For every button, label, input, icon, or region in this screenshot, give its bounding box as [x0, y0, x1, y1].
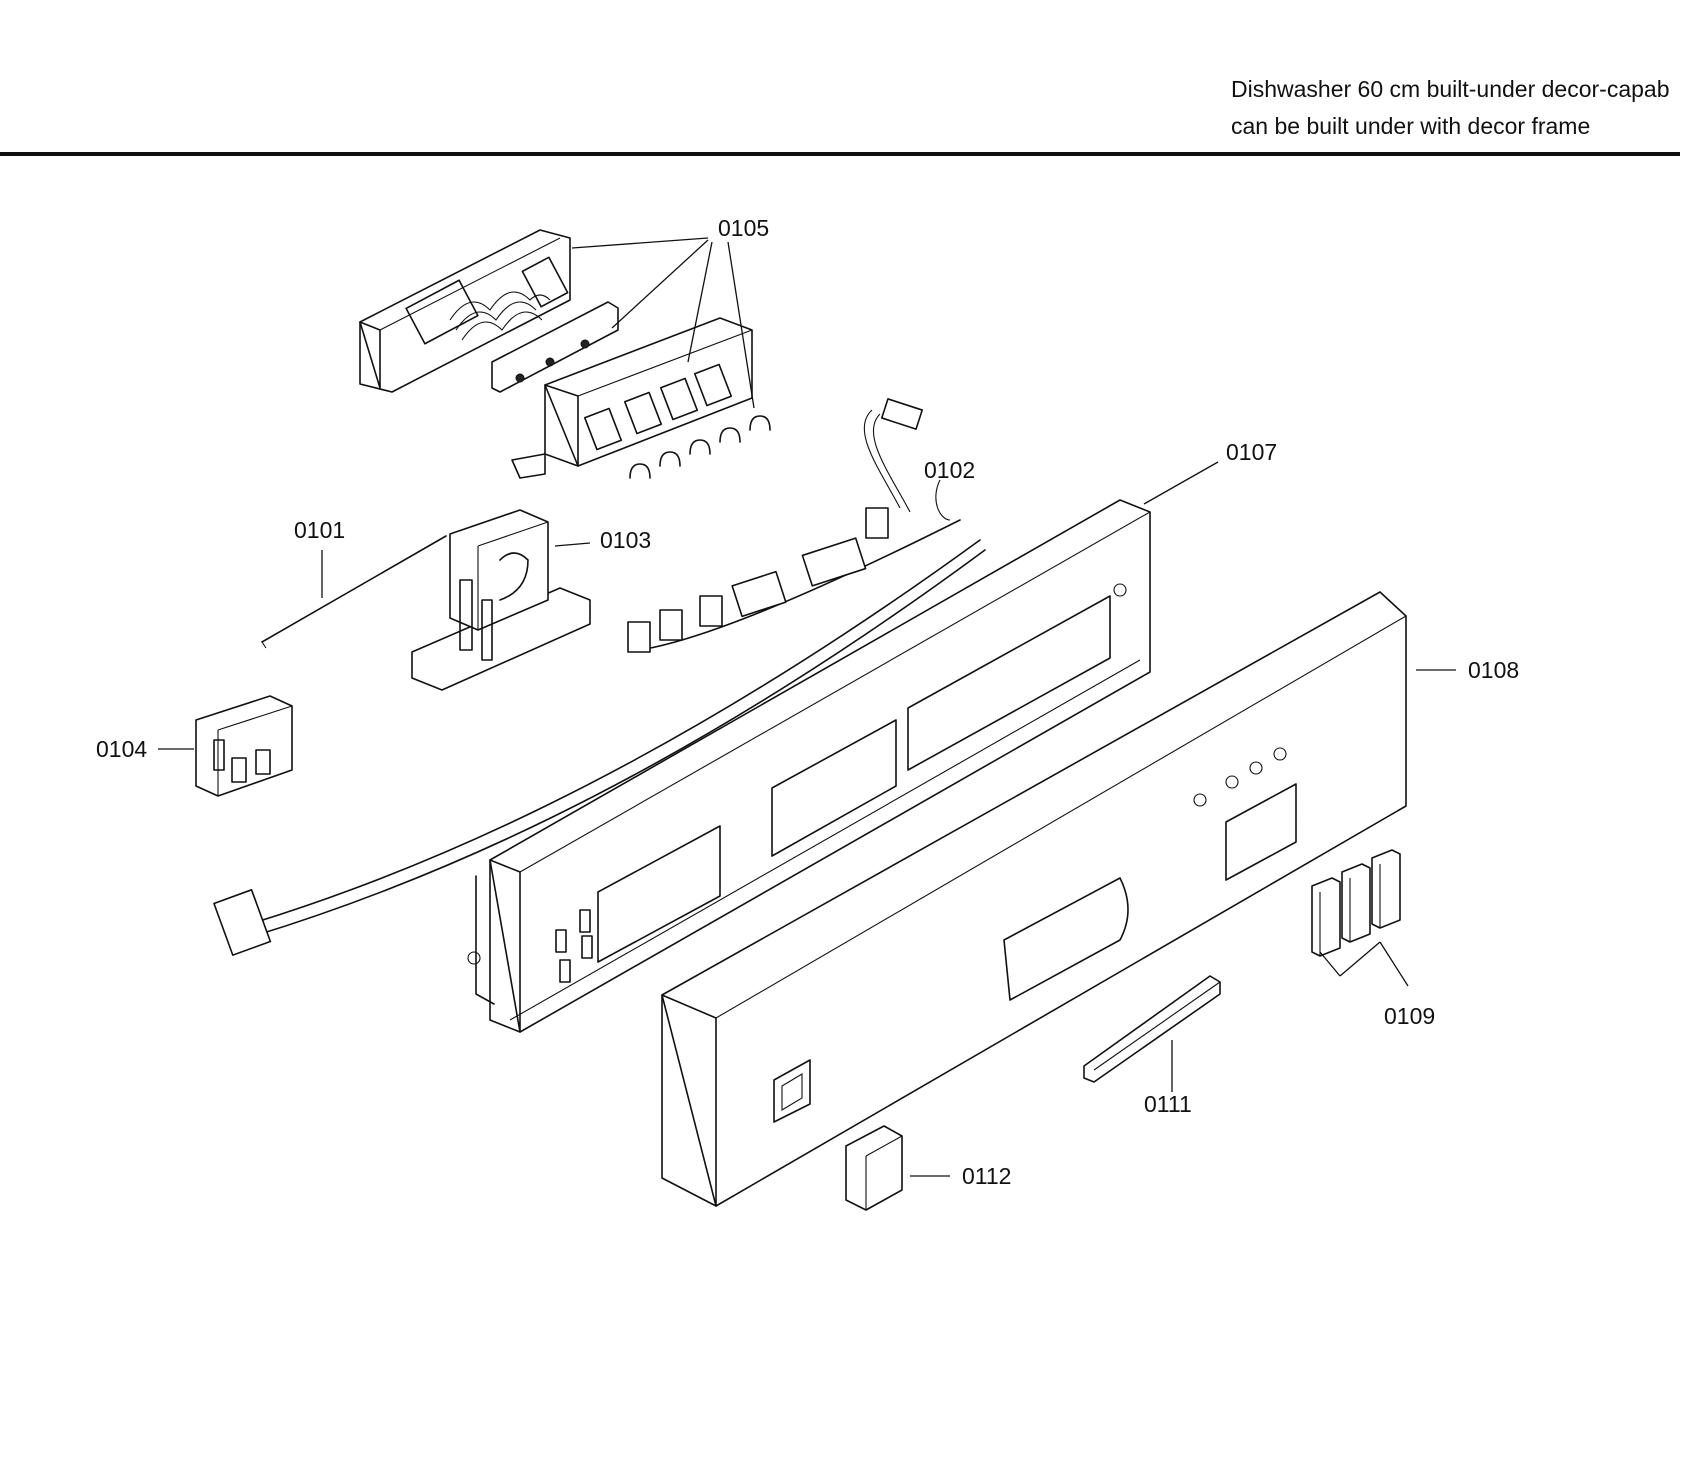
part-0102-wiring-harness — [213, 398, 986, 956]
part-0112-button-cap — [845, 1125, 903, 1211]
callout-0109: 0109 — [1384, 1003, 1435, 1029]
leader-lines — [158, 237, 1456, 1177]
part-0103-latch-assembly — [411, 509, 591, 691]
header-rule — [0, 152, 1680, 156]
header-title-line-1: Dishwasher 60 cm built-under decor-capab — [1231, 76, 1670, 102]
callout-0103: 0103 — [600, 527, 651, 553]
part-0107-inner-panel — [467, 499, 1151, 1033]
callout-0107: 0107 — [1226, 439, 1277, 465]
callout-0104: 0104 — [96, 736, 147, 762]
callout-labels: 0105 0102 0107 0101 0103 0108 0104 0109 … — [96, 215, 1519, 1189]
callout-0111: 0111 — [1144, 1091, 1192, 1117]
header-title-line-2: can be built under with decor frame — [1231, 113, 1591, 139]
callout-0101: 0101 — [294, 517, 345, 543]
part-0109-buttons — [1311, 849, 1401, 957]
part-0111-trim-strip — [1083, 975, 1221, 1083]
part-0108-control-panel-fascia — [661, 591, 1407, 1207]
part-0105-electronic-module — [359, 229, 619, 393]
callout-0105: 0105 — [718, 215, 769, 241]
callout-0102: 0102 — [924, 457, 975, 483]
part-0101-rod — [261, 535, 447, 649]
callout-0108: 0108 — [1468, 657, 1519, 683]
callout-0112: 0112 — [962, 1163, 1011, 1189]
part-0104-switch — [195, 695, 293, 797]
